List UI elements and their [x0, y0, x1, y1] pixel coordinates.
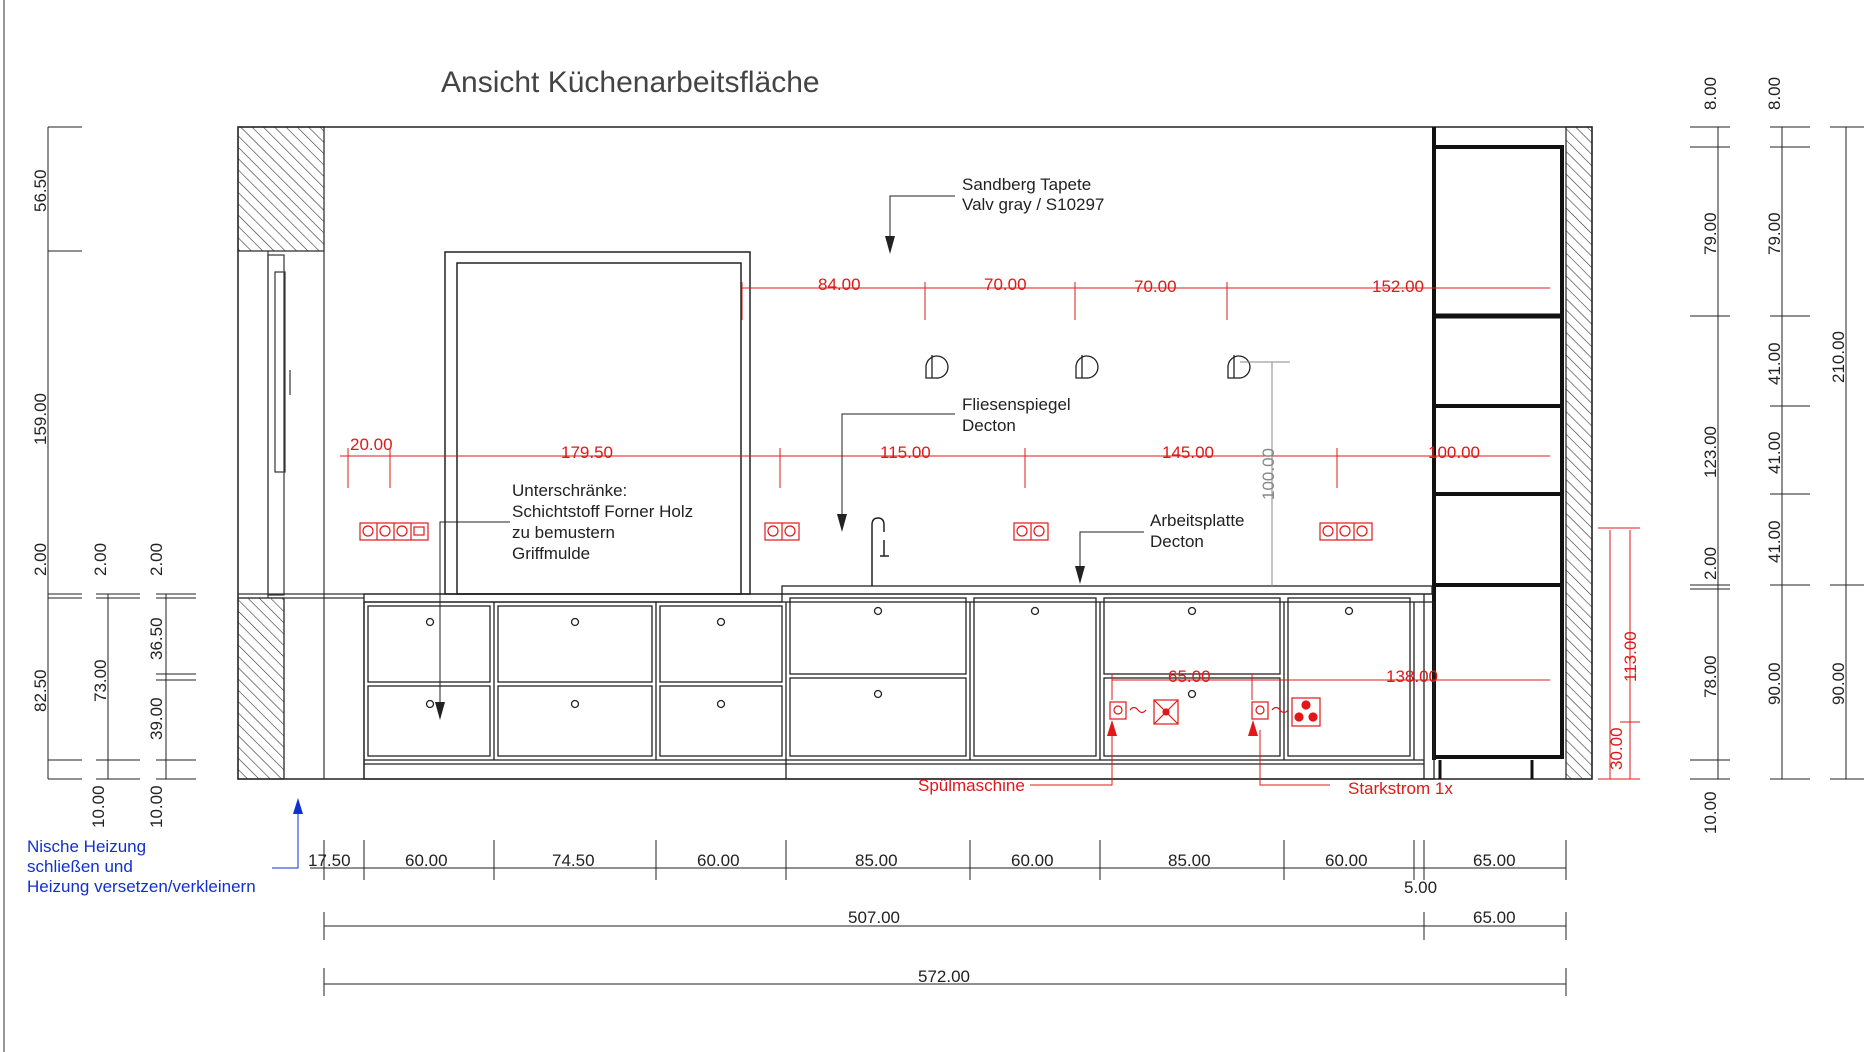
- spuelmaschine-label: Spülmaschine: [918, 776, 1025, 795]
- bottom-dim: 85.00: [855, 851, 898, 870]
- tapete-label-line1: Sandberg Tapete: [962, 175, 1091, 194]
- red-dim: 70.00: [984, 275, 1027, 294]
- left-dim: 2.00: [147, 543, 166, 576]
- left-dim: 10.00: [89, 785, 108, 828]
- left-dim: 82.50: [31, 669, 50, 712]
- red-dim: 138.00: [1386, 667, 1438, 686]
- fliesen-label-line2: Decton: [962, 416, 1016, 435]
- heater-note-leader: [272, 810, 299, 869]
- right-dim: 210.00: [1829, 331, 1848, 383]
- left-wall-hatch-top: [237, 126, 325, 252]
- bottom-dim: 60.00: [1325, 851, 1368, 870]
- right-dim: 123.00: [1701, 426, 1720, 478]
- bottom-dim: 60.00: [697, 851, 740, 870]
- arbeitsplatte-label-line1: Arbeitsplatte: [1150, 511, 1245, 530]
- bottom-dim: 5.00: [1404, 878, 1437, 897]
- red-dim: 179.50: [561, 443, 613, 462]
- red-dim: 70.00: [1134, 277, 1177, 296]
- bottom-dim: 17.50: [308, 851, 351, 870]
- red-dim-vertical: 113.00: [1621, 631, 1640, 682]
- red-dim-vertical: 30.00: [1607, 727, 1626, 770]
- right-dim: 79.00: [1701, 212, 1720, 255]
- red-dim: 100.00: [1428, 443, 1480, 462]
- left-dim: 2.00: [31, 543, 50, 576]
- heater-note-arrowhead: [293, 798, 303, 814]
- fliesen-label-line1: Fliesenspiegel: [962, 395, 1071, 414]
- faucet-icon: [871, 517, 889, 586]
- starkstrom-label: Starkstrom 1x: [1348, 779, 1453, 798]
- heizung-note-line1: Nische Heizung: [27, 837, 146, 856]
- socket-icon: [1013, 522, 1049, 541]
- left-dim: 10.00: [147, 785, 166, 828]
- left-dim: 159.00: [31, 393, 50, 445]
- unterschraenke-label-line1: Unterschränke:: [512, 481, 627, 500]
- dishwasher-socket-icon: [1109, 699, 1179, 725]
- bottom-dim: 572.00: [918, 967, 970, 986]
- red-dim: 152.00: [1372, 277, 1424, 296]
- heizung-note-line3: Heizung versetzen/verkleinern: [27, 877, 256, 896]
- right-dim: 90.00: [1829, 662, 1848, 705]
- bottom-dim: 65.00: [1473, 908, 1516, 927]
- right-dim: 8.00: [1701, 77, 1720, 110]
- red-dim: 20.00: [350, 435, 393, 454]
- grey-dim-vertical: 100.00: [1259, 448, 1278, 500]
- left-dim: 56.50: [31, 169, 50, 212]
- tapete-label-line2: Valv gray / S10297: [962, 195, 1104, 214]
- right-dim: 41.00: [1765, 431, 1784, 474]
- grey-dimension: [1240, 361, 1290, 586]
- heizung-note-line2: schließen und: [27, 857, 133, 876]
- left-dim: 73.00: [91, 659, 110, 702]
- heater-niche: [237, 251, 364, 779]
- unterschraenke-label-line2: Schichtstoff Forner Holz: [512, 502, 693, 521]
- left-wall-hatch-bottom: [237, 597, 285, 780]
- right-dim: 78.00: [1701, 655, 1720, 698]
- wall-sockets: [359, 522, 1373, 727]
- bottom-dim: 60.00: [1011, 851, 1054, 870]
- power-socket-icon: [1251, 697, 1321, 727]
- bottom-dim: 507.00: [848, 908, 900, 927]
- right-dim: 2.00: [1701, 547, 1720, 580]
- page-title: Ansicht Küchenarbeitsfläche: [441, 66, 820, 99]
- wall-lamp-icon: [1227, 355, 1251, 379]
- right-dim: 8.00: [1765, 77, 1784, 110]
- base-cabinets: [363, 594, 1435, 780]
- leader-arrowheads: [435, 236, 1085, 720]
- left-dim: 39.00: [147, 697, 166, 740]
- right-dim: 41.00: [1765, 342, 1784, 385]
- countertop: [363, 585, 1433, 603]
- arbeitsplatte-label-line2: Decton: [1150, 532, 1204, 551]
- wall-lamp-icon: [1075, 355, 1099, 379]
- right-dim: 79.00: [1765, 212, 1784, 255]
- red-dim: 115.00: [880, 443, 931, 462]
- red-dim: 145.00: [1162, 443, 1214, 462]
- left-dim: 2.00: [91, 543, 110, 576]
- red-dim: 65.00: [1168, 667, 1211, 686]
- bottom-dim: 65.00: [1473, 851, 1516, 870]
- socket-icon: [359, 522, 429, 541]
- unterschraenke-label-line3: zu bemustern: [512, 523, 615, 542]
- wall-lamp-icon: [925, 355, 949, 379]
- right-wall-hatch: [1565, 126, 1593, 780]
- wall-lamps: [925, 355, 1251, 379]
- bottom-dimension-lines: [310, 840, 1567, 996]
- left-dimension-lines: [47, 126, 196, 780]
- red-dim: 84.00: [818, 275, 861, 294]
- window: [444, 251, 751, 595]
- leader-arrows: [439, 195, 1144, 708]
- left-dim: 36.50: [147, 617, 166, 660]
- red-arrows: [1107, 720, 1258, 736]
- bottom-dim: 74.50: [552, 851, 595, 870]
- red-dimension-lines: [340, 282, 1640, 786]
- socket-icon: [1319, 522, 1373, 541]
- bottom-dim: 85.00: [1168, 851, 1211, 870]
- right-dim: 41.00: [1765, 520, 1784, 563]
- unterschraenke-label-line4: Griffmulde: [512, 544, 590, 563]
- right-dim: 90.00: [1765, 662, 1784, 705]
- right-dim: 10.00: [1701, 791, 1720, 834]
- right-dimension-lines: [1690, 126, 1864, 780]
- socket-icon: [764, 522, 800, 541]
- bottom-dim: 60.00: [405, 851, 448, 870]
